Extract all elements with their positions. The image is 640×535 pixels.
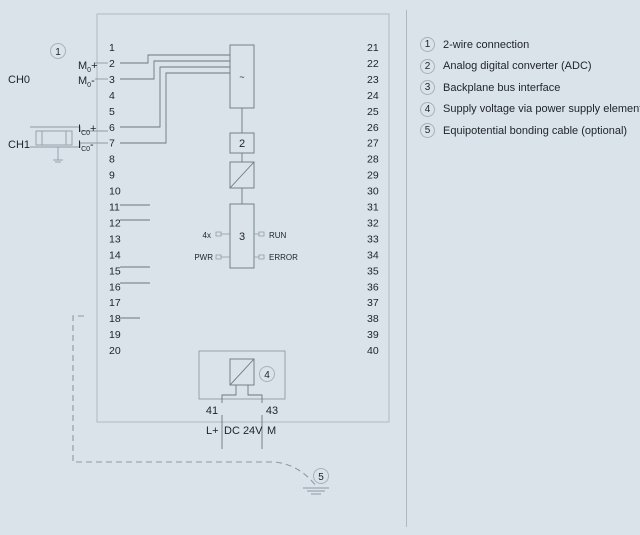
legend: 1 2-wire connection 2 Analog digital con… (420, 34, 640, 142)
m0-plus-label: M0+ (78, 60, 98, 74)
terminal-pin-25: 25 (367, 106, 379, 118)
terminal-pin-19: 19 (109, 329, 121, 341)
transducer-symbol (35, 130, 73, 146)
legend-text: Analog digital converter (ADC) (443, 60, 592, 73)
terminal-pin-39: 39 (367, 329, 379, 341)
terminal-pin-11: 11 (109, 202, 120, 214)
terminal-43: 43 (266, 405, 278, 417)
svg-text:5: 5 (318, 472, 324, 483)
supply-wires (221, 385, 263, 449)
terminal-pin-3: 3 (109, 74, 115, 86)
legend-number: 2 (420, 58, 435, 74)
terminal-pin-24: 24 (367, 90, 379, 102)
legend-text: Supply voltage via power supply element (443, 103, 640, 116)
terminal-pin-4: 4 (109, 90, 115, 102)
terminal-pin-40: 40 (367, 345, 379, 357)
legend-text: Backplane bus interface (443, 81, 561, 94)
terminal-pin-33: 33 (367, 233, 379, 245)
terminal-pin-28: 28 (367, 154, 379, 166)
legend-text: 2-wire connection (443, 38, 530, 51)
terminal-pin-10: 10 (109, 186, 121, 198)
legend-item: 2 Analog digital converter (ADC) (420, 56, 638, 78)
module-outline (96, 13, 390, 423)
terminal-pin-17: 17 (109, 297, 121, 309)
legend-text: Equipotential bonding cable (optional) (443, 124, 628, 137)
bonding-cable (72, 315, 317, 487)
voltage-label: DC 24V (224, 425, 263, 437)
terminal-pin-27: 27 (367, 138, 379, 150)
terminal-pin-12: 12 (109, 217, 121, 229)
ic0-plus-label: IC0+ (78, 123, 96, 137)
terminal-pin-16: 16 (109, 281, 121, 293)
svg-text:2: 2 (239, 138, 245, 150)
terminal-pin-37: 37 (367, 297, 379, 309)
legend-number: 1 (420, 37, 435, 53)
ch0-label: CH0 (8, 74, 30, 86)
callout-1: 1 (50, 43, 66, 59)
terminal-pin-22: 22 (367, 58, 379, 70)
terminal-pin-7: 7 (109, 138, 115, 150)
legend-number: 4 (420, 101, 435, 117)
terminal-pin-32: 32 (367, 217, 379, 229)
led-error-label: ERROR (269, 253, 298, 262)
legend-item: 3 Backplane bus interface (420, 77, 638, 99)
led-indicators (215, 231, 265, 260)
terminal-pin-34: 34 (367, 249, 379, 261)
legend-item: 1 2-wire connection (420, 34, 638, 56)
callout-5: 5 (313, 468, 329, 484)
l-plus-label: L+ (206, 425, 219, 437)
wave-icon: ~ (239, 72, 244, 82)
svg-text:3: 3 (239, 231, 245, 243)
svg-text:1: 1 (55, 47, 61, 58)
terminal-pin-29: 29 (367, 170, 379, 182)
terminal-pin-9: 9 (109, 170, 115, 182)
power-supply-element (198, 350, 286, 400)
terminal-pin-6: 6 (109, 122, 115, 134)
legend-item: 4 Supply voltage via power supply elemen… (420, 99, 640, 121)
callout-2: 2 (239, 138, 245, 150)
panel-divider (406, 10, 407, 527)
terminal-pin-2: 2 (109, 58, 115, 70)
terminal-pin-36: 36 (367, 281, 379, 293)
terminal-pin-18: 18 (109, 313, 121, 325)
callout-3: 3 (239, 231, 245, 243)
ground-symbol (303, 487, 329, 495)
led-count-label: 4x (203, 231, 211, 240)
led-pwr-label: PWR (194, 253, 213, 262)
terminal-pin-14: 14 (109, 249, 121, 261)
terminal-pin-23: 23 (367, 74, 379, 86)
terminal-41: 41 (206, 405, 218, 417)
legend-number: 5 (420, 123, 435, 139)
led-run-label: RUN (269, 231, 287, 240)
callout-4: 4 (259, 366, 275, 382)
terminal-pin-31: 31 (367, 202, 379, 214)
supply-converter (229, 358, 255, 386)
bus-interface-block (229, 203, 255, 269)
terminal-pin-1: 1 (109, 42, 115, 54)
terminal-pin-5: 5 (109, 106, 115, 118)
terminal-pin-21: 21 (367, 42, 379, 54)
terminal-pin-8: 8 (109, 154, 115, 166)
terminal-pin-15: 15 (109, 265, 121, 277)
ic0-minus-label: IC0- (78, 139, 94, 153)
legend-item: 5 Equipotential bonding cable (optional) (420, 120, 638, 142)
external-wiring (30, 62, 108, 163)
terminal-pin-13: 13 (109, 233, 121, 245)
terminal-pin-30: 30 (367, 186, 379, 198)
ch1-label: CH1 (8, 139, 30, 151)
terminal-pin-35: 35 (367, 265, 379, 277)
signal-wires (120, 54, 230, 319)
pins-right: 21 22 23 24 25 26 27 28 29 30 31 32 33 34 35 36 37 38 39 40 (367, 42, 379, 357)
m-label: M (267, 425, 276, 437)
m0-minus-label: M0- (78, 75, 95, 89)
svg-text:4: 4 (264, 370, 270, 381)
terminal-pin-38: 38 (367, 313, 379, 325)
terminal-pin-26: 26 (367, 122, 379, 134)
terminal-pin-20: 20 (109, 345, 121, 357)
legend-number: 3 (420, 80, 435, 96)
